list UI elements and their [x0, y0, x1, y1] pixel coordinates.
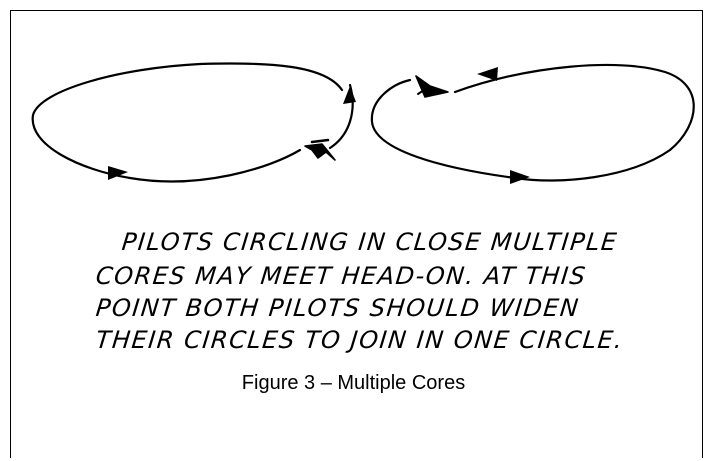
figure-frame	[10, 10, 703, 458]
right-thermal-circle	[370, 63, 695, 182]
left-circle-arrow-bottom	[108, 166, 128, 180]
annotation-line-2: CORES MAY MEET HEAD-ON. AT THIS	[94, 262, 588, 290]
left-thermal-circle	[31, 62, 344, 183]
glider-icon-left	[304, 138, 336, 161]
figure-caption: Figure 3 – Multiple Cores	[241, 372, 466, 394]
left-circle-arrow-top	[343, 86, 356, 104]
right-circle-arrow-top	[477, 67, 498, 81]
annotation-line-4: THEIR CIRCLES TO JOIN IN ONE CIRCLE.	[94, 326, 625, 354]
annotation-line-3: POINT BOTH PILOTS SHOULD WIDEN	[94, 294, 582, 322]
glider-icon-right	[415, 75, 449, 98]
right-circle-arrow-bottom	[510, 170, 530, 184]
annotation-line-1: PILOTS CIRCLING IN CLOSE MULTIPLE	[120, 228, 620, 256]
